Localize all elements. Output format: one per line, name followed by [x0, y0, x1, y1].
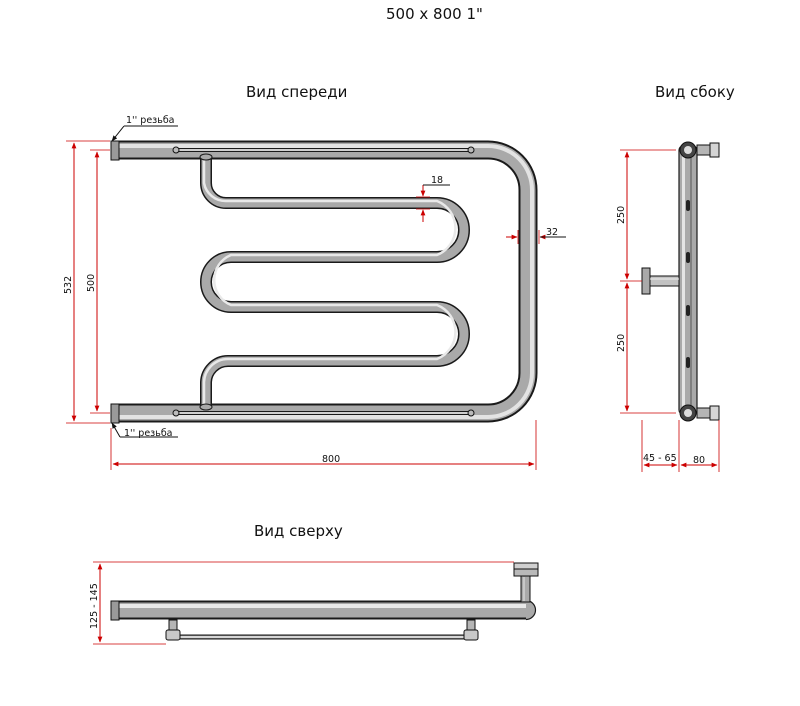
thread-end-bottom — [110, 403, 120, 424]
top-view-title: Вид сверху — [254, 522, 343, 540]
dim-side-lower-label: 250 — [616, 334, 627, 352]
drawing-title: 500 x 800 1" — [386, 5, 483, 23]
dim-top-depth: 125 - 145 — [89, 561, 514, 645]
dim-side-offset: 45 - 65 — [641, 420, 680, 472]
mount-rod-bottom — [172, 409, 475, 417]
top-rod — [165, 619, 479, 641]
thread-label-top: 1'' резьба — [126, 115, 175, 126]
dim-side-depth: 80 — [680, 420, 720, 472]
dim-tube-dia: 32 — [506, 227, 566, 244]
thread-callout-top: 1'' резьба — [111, 115, 178, 142]
side-view-title: Вид сбоку — [655, 83, 735, 101]
side-view: 250 250 45 - 65 80 — [616, 141, 720, 472]
frame-pipe — [112, 140, 538, 423]
dim-height-centers: 500 — [86, 149, 110, 414]
mount-rod-top — [172, 146, 475, 154]
thread-end-top — [110, 140, 120, 161]
fitting-bottom — [696, 405, 720, 421]
dim-width: 800 — [110, 420, 537, 470]
dim-side-upper-label: 250 — [616, 206, 627, 224]
dim-tube-pitch-label: 18 — [431, 175, 443, 186]
top-thread-end — [110, 600, 120, 621]
serpentine-coil — [199, 153, 470, 411]
top-view: 125 - 145 — [89, 561, 539, 645]
top-main-pipe — [112, 599, 537, 621]
dim-side-offset-label: 45 - 65 — [643, 453, 677, 464]
dim-tube-pitch: 18 — [416, 175, 450, 222]
coil-openings — [686, 200, 690, 368]
dim-height-total-label: 532 — [63, 276, 74, 294]
dim-tube-dia-label: 32 — [546, 227, 558, 238]
dim-height-centers-label: 500 — [86, 274, 97, 292]
wall-bracket — [641, 267, 680, 295]
fitting-top — [696, 142, 720, 158]
dim-side-lower: 250 — [616, 282, 676, 414]
thread-callout-bottom: 1'' резьба — [111, 422, 178, 439]
dim-side-depth-label: 80 — [693, 455, 705, 466]
front-view-title: Вид спереди — [246, 83, 347, 101]
front-view: 1'' резьба 1'' резьба 532 500 800 — [63, 115, 566, 470]
dim-top-depth-label: 125 - 145 — [89, 583, 100, 629]
thread-label-bottom: 1'' резьба — [124, 428, 173, 439]
top-bracket — [513, 562, 539, 603]
dim-width-label: 800 — [322, 454, 340, 465]
dim-side-upper: 250 — [616, 149, 676, 282]
dim-height-total: 532 — [63, 140, 110, 424]
